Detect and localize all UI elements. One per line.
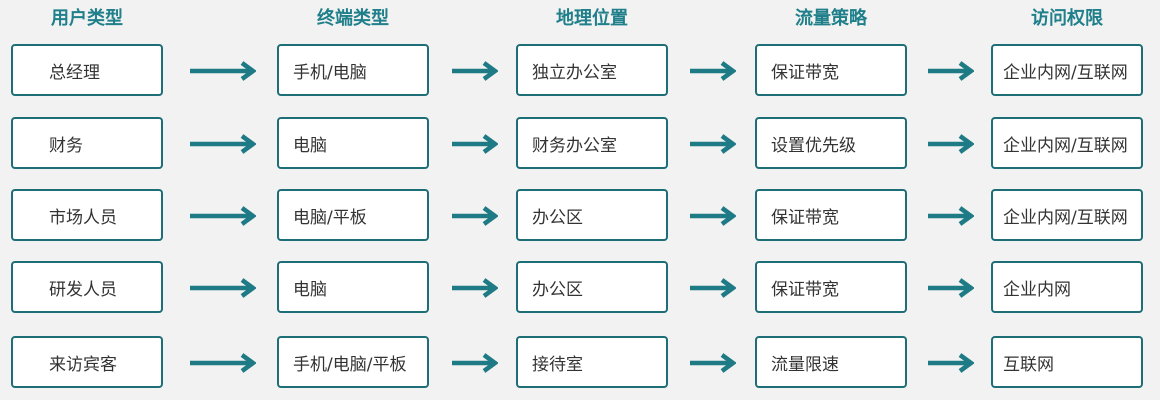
user-type-label: 市场人员 <box>49 207 117 228</box>
traffic-policy-box: 保证带宽 <box>755 261 907 313</box>
terminal-type-box: 电脑 <box>277 261 429 313</box>
access-permission-label: 企业内网/互联网 <box>1003 207 1128 228</box>
traffic-policy-label: 设置优先级 <box>771 135 856 156</box>
access-permission-label: 企业内网/互联网 <box>1003 62 1128 83</box>
access-permission-label: 互联网 <box>1003 354 1054 375</box>
access-permission-box: 企业内网/互联网 <box>991 189 1143 241</box>
terminal-type-label: 电脑 <box>293 279 327 300</box>
traffic-policy-box: 设置优先级 <box>755 117 907 169</box>
flow-arrow-icon <box>452 278 498 298</box>
flow-arrow-icon <box>928 278 974 298</box>
traffic-policy-label: 流量限速 <box>771 354 839 375</box>
flow-arrow-icon <box>190 353 256 373</box>
user-type-box: 来访宾客 <box>11 336 163 388</box>
user-type-box: 市场人员 <box>11 189 163 241</box>
flow-arrow-icon <box>190 61 256 81</box>
flow-arrow-icon <box>928 206 974 226</box>
flow-arrow-icon <box>452 353 498 373</box>
flow-arrow-icon <box>690 278 736 298</box>
access-permission-label: 企业内网 <box>1003 279 1071 300</box>
flow-arrow-icon <box>928 134 974 154</box>
terminal-type-box: 电脑/平板 <box>277 189 429 241</box>
access-permission-box: 企业内网/互联网 <box>991 44 1143 96</box>
flow-arrow-icon <box>928 61 974 81</box>
access-permission-box: 互联网 <box>991 336 1143 388</box>
column-header-access-permission: 访问权限 <box>1031 8 1103 29</box>
terminal-type-label: 电脑/平板 <box>293 207 367 228</box>
access-permission-box: 企业内网 <box>991 261 1143 313</box>
location-label: 接待室 <box>532 354 583 375</box>
terminal-type-box: 手机/电脑/平板 <box>277 336 429 388</box>
location-label: 办公区 <box>532 207 583 228</box>
location-box: 财务办公室 <box>516 117 668 169</box>
terminal-type-label: 电脑 <box>293 135 327 156</box>
location-label: 办公区 <box>532 279 583 300</box>
user-type-label: 研发人员 <box>49 279 117 300</box>
traffic-policy-label: 保证带宽 <box>771 62 839 83</box>
flow-arrow-icon <box>190 134 256 154</box>
column-header-user-type: 用户类型 <box>51 8 123 29</box>
location-box: 独立办公室 <box>516 44 668 96</box>
traffic-policy-box: 保证带宽 <box>755 189 907 241</box>
location-box: 接待室 <box>516 336 668 388</box>
terminal-type-box: 电脑 <box>277 117 429 169</box>
column-header-location: 地理位置 <box>556 8 628 29</box>
user-type-label: 财务 <box>49 135 83 156</box>
flow-arrow-icon <box>452 134 498 154</box>
user-type-box: 财务 <box>11 117 163 169</box>
location-label: 独立办公室 <box>532 62 617 83</box>
user-type-label: 来访宾客 <box>49 354 117 375</box>
flow-arrow-icon <box>190 278 256 298</box>
flow-arrow-icon <box>452 206 498 226</box>
flow-arrow-icon <box>690 206 736 226</box>
location-box: 办公区 <box>516 261 668 313</box>
user-type-label: 总经理 <box>49 62 100 83</box>
terminal-type-label: 手机/电脑/平板 <box>293 354 407 375</box>
flow-arrow-icon <box>690 134 736 154</box>
flow-arrow-icon <box>190 206 256 226</box>
column-header-terminal-type: 终端类型 <box>317 8 389 29</box>
terminal-type-label: 手机/电脑 <box>293 62 367 83</box>
traffic-policy-box: 流量限速 <box>755 336 907 388</box>
flow-arrow-icon <box>690 353 736 373</box>
user-type-box: 总经理 <box>11 44 163 96</box>
column-header-traffic-policy: 流量策略 <box>795 8 867 29</box>
user-type-box: 研发人员 <box>11 261 163 313</box>
traffic-policy-label: 保证带宽 <box>771 279 839 300</box>
location-box: 办公区 <box>516 189 668 241</box>
traffic-policy-box: 保证带宽 <box>755 44 907 96</box>
terminal-type-box: 手机/电脑 <box>277 44 429 96</box>
location-label: 财务办公室 <box>532 135 617 156</box>
flow-arrow-icon <box>690 61 736 81</box>
access-permission-label: 企业内网/互联网 <box>1003 135 1128 156</box>
traffic-policy-label: 保证带宽 <box>771 207 839 228</box>
flow-arrow-icon <box>928 353 974 373</box>
access-permission-box: 企业内网/互联网 <box>991 117 1143 169</box>
flow-arrow-icon <box>452 61 498 81</box>
